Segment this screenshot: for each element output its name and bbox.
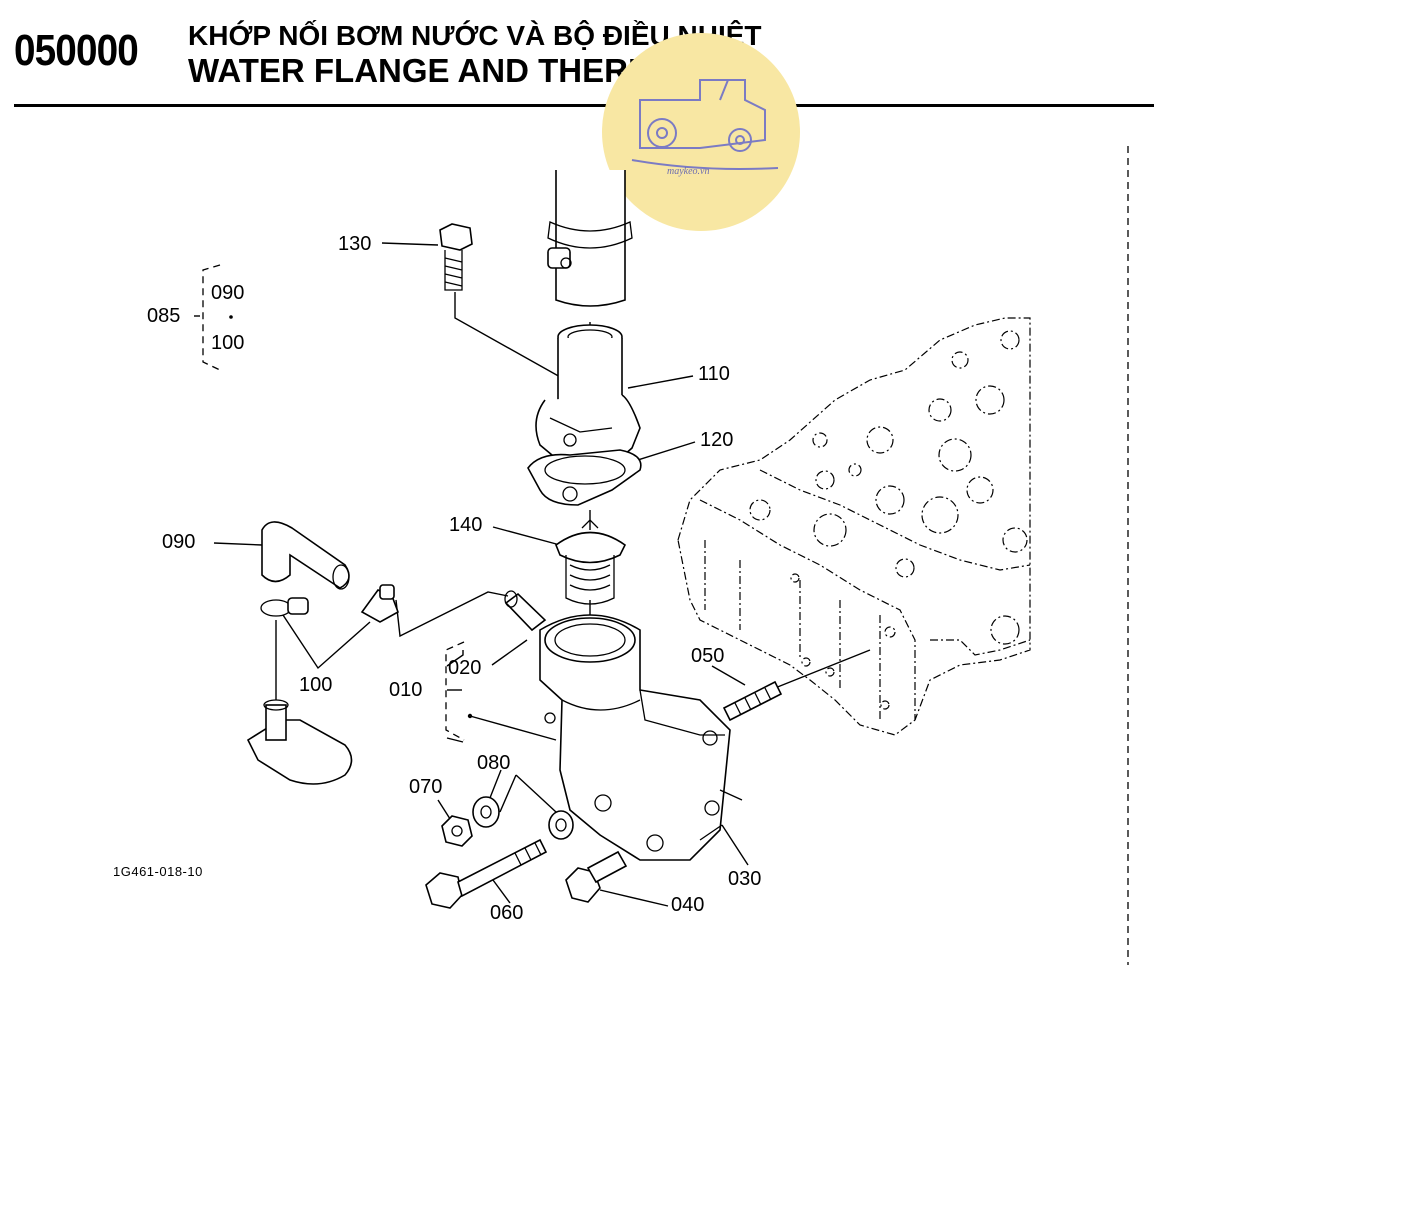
callout-050: 050 [691,645,725,667]
cylinder-head-phantom [677,317,1031,736]
watermark-logo [602,33,800,231]
callout-070: 070 [409,776,443,798]
callout-130: 130 [338,233,372,255]
tractor-icon [631,79,779,170]
part-110-flange [535,324,641,471]
part-130-bolt [439,223,473,291]
callout-100: 100 [299,674,333,696]
callout-040: 040 [671,894,705,916]
group-010-dot [467,713,473,719]
callout-090: 090 [162,531,196,553]
watermark-text: maykeo.vn [667,166,710,177]
part-060-bolt [425,838,548,909]
part-090-hose [261,521,350,590]
callout-100-group: 100 [211,332,245,354]
part-040-bolt [565,850,628,903]
header-divider [14,104,1154,107]
section-code: 050000 [14,26,139,75]
part-100-clamp [260,584,399,623]
figure-id: 1G461-018-10 [113,864,203,879]
callout-020: 020 [448,657,482,679]
group-010-bracket [445,641,465,741]
part-070-nut [441,815,473,847]
callout-110: 110 [698,363,730,385]
group-085-bracket [202,264,221,371]
part-010-housing [539,614,731,861]
callout-085: 085 [147,305,181,327]
group-085-dot [229,315,233,319]
callout-030: 030 [728,868,762,890]
callout-060: 060 [490,902,524,924]
callout-090-group: 090 [211,282,245,304]
upper-hose-part [547,170,633,307]
part-120-gasket [527,449,642,506]
part-140-thermostat [555,519,627,605]
part-080-washer [472,796,574,840]
callout-010: 010 [389,679,423,701]
part-050-stud [722,680,783,722]
lower-pipe-flange [246,699,353,785]
callout-080: 080 [477,752,511,774]
part-030-gasket [699,789,743,841]
callout-120: 120 [700,429,734,451]
callout-140: 140 [449,514,483,536]
part-020-pipe [504,590,547,632]
